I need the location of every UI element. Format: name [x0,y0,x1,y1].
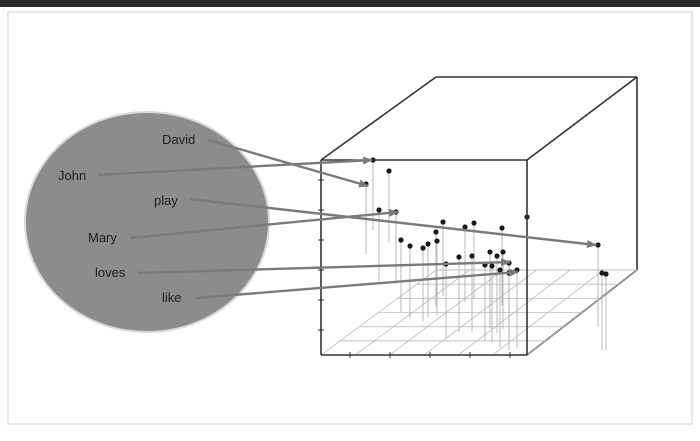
arrow-mary [129,208,399,240]
embedding-point [386,168,392,174]
arrow-play [189,197,597,248]
top-border [0,0,700,7]
word-label-mary: Mary [88,230,117,245]
embedding-point [497,267,503,273]
embedding-point [489,263,495,269]
embedding-point [462,224,468,230]
embedding-point [407,243,413,249]
embedding-point [599,270,605,276]
embedding-point [500,249,506,255]
embedding-point [398,237,404,243]
embedding-point [494,253,500,259]
word-label-play: play [154,193,178,208]
embedding-point [440,219,446,225]
word-label-john: John [58,168,86,183]
floor-grid-line [526,269,638,356]
embedding-point [376,207,382,213]
embedding-point [595,242,601,248]
word-labels: David John play Mary loves like [58,132,195,305]
arrow-john [97,156,373,177]
embedding-point [487,249,493,255]
vocabulary-circle [24,111,270,333]
arrow-david [207,138,369,188]
embedding-point [425,241,431,247]
axis-ticks [318,179,511,358]
embedding-points [363,157,609,277]
cube-front-edges [320,159,528,356]
embedding-point [433,229,439,235]
embedding-point [471,220,477,226]
figure-border [7,11,693,425]
word-label-loves: loves [95,265,126,280]
embedding-point [603,271,609,277]
word-label-david: David [162,132,195,147]
cube-edge-top-left-depth [320,76,437,161]
embedding-point [456,254,462,260]
word-label-like: like [162,290,182,305]
embedding-point [420,245,426,251]
embedding-point [434,238,440,244]
arrow-like [195,268,519,300]
floor-grid [320,269,638,356]
embedding-point [499,225,505,231]
cube-edge-top-right-depth [526,76,638,161]
embedding-point [469,253,475,259]
mapping-arrows [97,138,597,300]
arrow-loves [137,258,511,275]
